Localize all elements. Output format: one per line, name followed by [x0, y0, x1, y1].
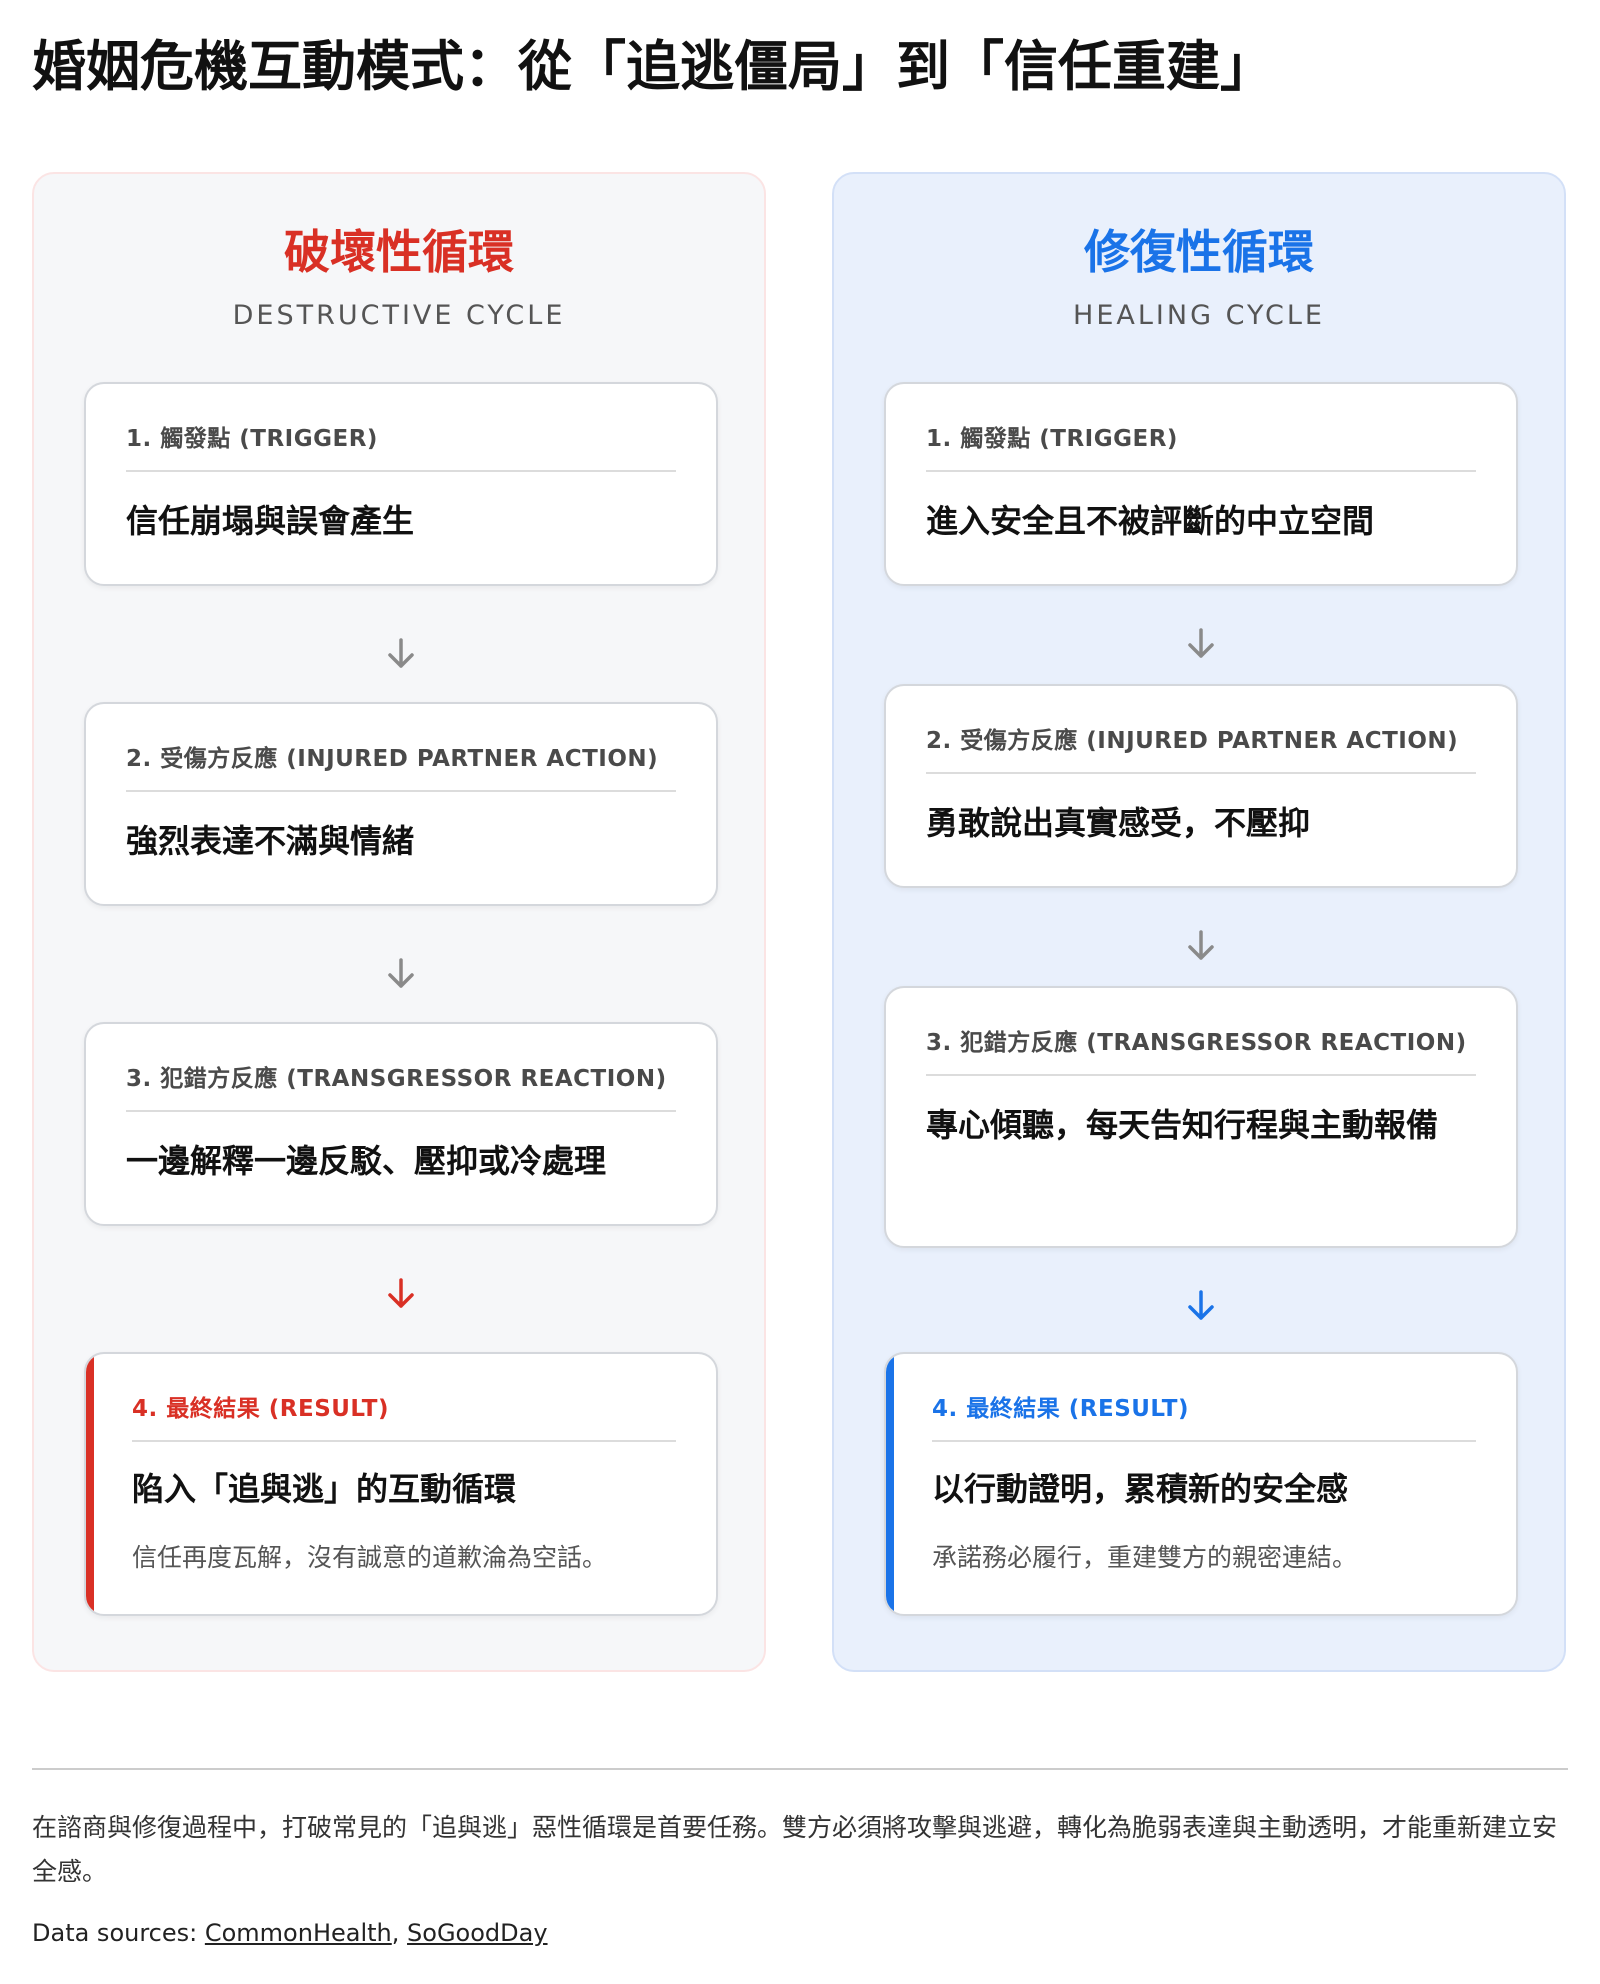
step-label: 1. 觸發點 (TRIGGER) — [126, 426, 378, 452]
footer-divider — [32, 1768, 1568, 1770]
step-divider — [926, 470, 1476, 472]
destructive-step-transgressor: 3. 犯錯方反應 (TRANSGRESSOR REACTION) 一邊解釋一邊反… — [84, 1022, 718, 1226]
step-text: 進入安全且不被評斷的中立空間 — [926, 502, 1375, 540]
sources-separator: , — [391, 1919, 408, 1947]
arrow-down-icon — [884, 926, 1518, 966]
step-text: 一邊解釋一邊反駁、壓抑或冷處理 — [126, 1142, 607, 1180]
data-sources: Data sources: CommonHealth, SoGoodDay — [32, 1915, 1572, 1951]
arrow-down-icon — [884, 624, 1518, 664]
healing-result-card: 4. 最終結果 (RESULT) 以行動證明，累積新的安全感 承諾務必履行，重建… — [884, 1352, 1518, 1616]
step-text: 專心傾聽，每天告知行程與主動報備 — [926, 1106, 1439, 1144]
step-divider — [926, 1074, 1476, 1076]
result-label: 4. 最終結果 (RESULT) — [932, 1396, 1189, 1422]
result-accent-bar — [86, 1354, 94, 1614]
healing-cycle-title: 修復性循環 — [1084, 225, 1314, 279]
destructive-result-card: 4. 最終結果 (RESULT) 陷入「追與逃」的互動循環 信任再度瓦解，沒有誠… — [84, 1352, 718, 1616]
result-accent-bar — [886, 1354, 894, 1614]
step-label: 3. 犯錯方反應 (TRANSGRESSOR REACTION) — [926, 1030, 1467, 1056]
step-divider — [126, 470, 676, 472]
destructive-step-injured-partner: 2. 受傷方反應 (INJURED PARTNER ACTION) 強烈表達不滿… — [84, 702, 718, 906]
healing-cycle-panel: 修復性循環 HEALING CYCLE 1. 觸發點 (TRIGGER) 進入安… — [832, 172, 1566, 1672]
footer-summary: 在諮商與修復過程中，打破常見的「追與逃」惡性循環是首要任務。雙方必須將攻擊與逃避… — [32, 1813, 1558, 1886]
healing-step-injured-partner: 2. 受傷方反應 (INJURED PARTNER ACTION) 勇敢說出真實… — [884, 684, 1518, 888]
arrow-down-icon — [84, 1274, 718, 1314]
step-text: 強烈表達不滿與情緒 — [126, 822, 415, 860]
healing-step-trigger: 1. 觸發點 (TRIGGER) 進入安全且不被評斷的中立空間 — [884, 382, 1518, 586]
result-note: 承諾務必履行，重建雙方的親密連結。 — [932, 1543, 1358, 1572]
destructive-cycle-panel: 破壞性循環 DESTRUCTIVE CYCLE 1. 觸發點 (TRIGGER)… — [32, 172, 766, 1672]
step-label: 3. 犯錯方反應 (TRANSGRESSOR REACTION) — [126, 1066, 667, 1092]
page-title: 婚姻危機互動模式：從「追逃僵局」到「信任重建」 — [32, 35, 1274, 98]
step-divider — [126, 1110, 676, 1112]
step-label: 2. 受傷方反應 (INJURED PARTNER ACTION) — [126, 746, 659, 772]
step-text: 信任崩塌與誤會產生 — [126, 502, 415, 540]
result-text: 陷入「追與逃」的互動循環 — [132, 1470, 517, 1508]
step-divider — [926, 772, 1476, 774]
result-divider — [132, 1440, 676, 1442]
step-label: 1. 觸發點 (TRIGGER) — [926, 426, 1178, 452]
arrow-down-icon — [884, 1286, 1518, 1326]
step-label: 2. 受傷方反應 (INJURED PARTNER ACTION) — [926, 728, 1459, 754]
destructive-step-trigger: 1. 觸發點 (TRIGGER) 信任崩塌與誤會產生 — [84, 382, 718, 586]
destructive-cycle-subtitle: DESTRUCTIVE CYCLE — [232, 300, 566, 331]
destructive-cycle-title: 破壞性循環 — [284, 225, 514, 279]
step-divider — [126, 790, 676, 792]
step-text: 勇敢說出真實感受，不壓抑 — [926, 804, 1311, 842]
arrow-down-icon — [84, 634, 718, 674]
source-link-sogoodday[interactable]: SoGoodDay — [407, 1919, 548, 1947]
result-label: 4. 最終結果 (RESULT) — [132, 1396, 389, 1422]
result-note: 信任再度瓦解，沒有誠意的道歉淪為空話。 — [132, 1543, 608, 1572]
result-text: 以行動證明，累積新的安全感 — [932, 1470, 1349, 1508]
result-divider — [932, 1440, 1476, 1442]
healing-cycle-subtitle: HEALING CYCLE — [1073, 300, 1325, 331]
source-link-commonhealth[interactable]: CommonHealth — [204, 1919, 392, 1947]
healing-step-transgressor: 3. 犯錯方反應 (TRANSGRESSOR REACTION) 專心傾聽，每天… — [884, 986, 1518, 1248]
sources-prefix: Data sources: — [32, 1919, 205, 1947]
arrow-down-icon — [84, 954, 718, 994]
